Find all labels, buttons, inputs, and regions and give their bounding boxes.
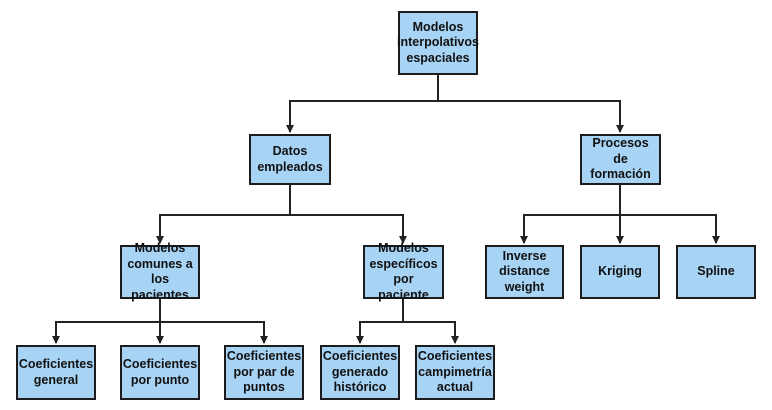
node-datos-empleados: Datos empleados [249, 134, 331, 185]
connector-root-datos [286, 75, 439, 133]
connector-procesos-spline [620, 214, 720, 244]
connector-especificos-historico [356, 299, 404, 344]
node-modelos-comunes: Modelos comunes a los pacientes [120, 241, 200, 302]
node-modelos-especificos: Modelos específicos por paciente [363, 241, 444, 302]
node-coeficientes-por-punto: Coeficientes por punto [120, 345, 200, 400]
connector-datos-especificos [290, 214, 407, 244]
connector-datos-comunes [156, 185, 291, 244]
node-coeficientes-historico: Coeficientes generado histórico [320, 345, 400, 400]
node-procesos-formacion: Procesos de formación [580, 134, 661, 185]
connector-root-procesos [438, 100, 624, 133]
node-coeficientes-par-puntos: Coeficientes por par de puntos [224, 345, 304, 400]
node-inverse-distance-weight: Inverse distance weight [485, 245, 564, 299]
connector-comunes-general [52, 299, 161, 344]
connector-especificos-campimetria [403, 321, 459, 344]
node-spline: Spline [676, 245, 756, 299]
node-modelos-interpolativos: Modelos interpolativos espaciales [397, 11, 479, 75]
node-coeficientes-general: Coeficientes general [16, 345, 96, 400]
connector-procesos-inverse [520, 185, 621, 244]
node-kriging: Kriging [580, 245, 660, 299]
node-coeficientes-campimetria: Coeficientes campimetría actual [415, 345, 495, 400]
connector-comunes-par [160, 321, 268, 344]
